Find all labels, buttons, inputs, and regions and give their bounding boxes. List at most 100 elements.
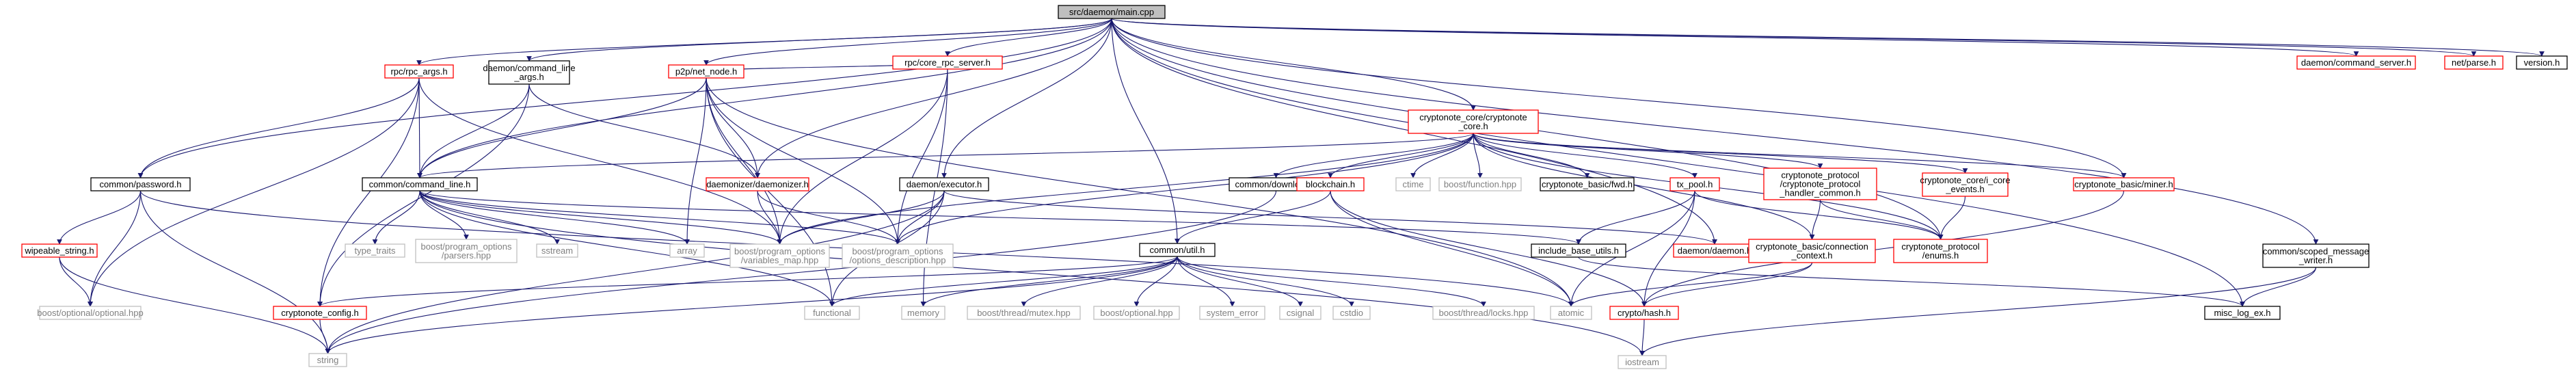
edge-common_command_line-to-array — [419, 190, 690, 245]
node-thread_mutex: boost/thread/mutex.hpp — [967, 306, 1081, 320]
node-label-scoped_message_writer-line-1: common/scoped_message — [2263, 246, 2369, 256]
edge-daemonizer-to-po_options_description — [757, 190, 900, 245]
node-common_util[interactable]: common/util.h — [1139, 243, 1216, 257]
node-label-protocol_enums-line-1: cryptonote_protocol — [1901, 241, 1979, 252]
node-box-i_core_events — [1922, 172, 2009, 197]
node-label-misc_log_ex: misc_log_ex.h — [2214, 308, 2270, 318]
node-box-misc_log_ex — [2204, 306, 2281, 320]
node-daemonizer[interactable]: daemonizer/daemonizer.h — [706, 177, 809, 191]
node-miner[interactable]: cryptonote_basic/miner.h — [2073, 177, 2175, 191]
edge-daemon_executor-to-daemon_daemon — [943, 190, 1717, 245]
node-rpc_args[interactable]: rpc/rpc_args.h — [384, 64, 454, 79]
node-box-atomic — [1550, 306, 1592, 320]
edge-common_password-to-string — [139, 190, 331, 354]
edge-root-to-common_command_line — [417, 18, 1112, 178]
node-thread_locks: boost/thread/locks.hpp — [1432, 306, 1535, 320]
node-wipeable_string[interactable]: wipeable_string.h — [21, 243, 98, 258]
node-po_parsers: boost/program_options/parsers.hpp — [415, 239, 518, 263]
edge-core_rpc_server-to-po_options_description — [895, 68, 948, 245]
edge-daemon_executor-to-po_variables_map — [777, 190, 945, 245]
node-box-cstdio — [1332, 306, 1371, 320]
edge-include_base_utils-to-misc_log_ex — [1578, 256, 2245, 307]
node-daemon_cmdline_args[interactable]: daemon/command_line_args.h — [483, 60, 576, 85]
node-label-crypto_hash: crypto/hash.h — [1618, 308, 1671, 318]
node-box-system_error — [1199, 306, 1265, 320]
node-label-cryptonote_core-line-1: cryptonote_core/cryptonote — [1419, 112, 1527, 122]
node-label-atomic: atomic — [1558, 308, 1585, 318]
edge-root-to-version — [1111, 18, 2545, 57]
node-box-thread_locks — [1432, 306, 1535, 320]
node-box-root — [1058, 5, 1166, 19]
node-scoped_message_writer[interactable]: common/scoped_message_writer.h — [2262, 243, 2370, 268]
node-i_core_events[interactable]: cryptonote_core/i_core_events.h — [1920, 172, 2011, 197]
node-box-thread_mutex — [967, 306, 1081, 320]
node-box-type_traits — [345, 243, 405, 258]
node-protocol_handler_common[interactable]: cryptonote_protocol/cryptonote_protocol_… — [1763, 168, 1877, 200]
node-crypto_hash[interactable]: crypto/hash.h — [1609, 306, 1679, 320]
node-string: string — [308, 353, 347, 367]
node-label-protocol_handler_common-line-3: _handler_common.h — [1779, 188, 1861, 198]
node-label-net_parse: net/parse.h — [2452, 57, 2496, 68]
node-label-connection_context-line-2: _context.h — [1791, 250, 1833, 261]
edge-scoped_message_writer-to-misc_log_ex — [2240, 267, 2317, 307]
node-daemon_executor[interactable]: daemon/executor.h — [899, 177, 989, 191]
edge-rpc_args-to-boost_optional_optional — [88, 77, 420, 307]
edge-common_command_line-to-iostream — [419, 190, 1645, 356]
node-protocol_enums[interactable]: cryptonote_protocol/enums.h — [1893, 239, 1988, 263]
node-connection_context[interactable]: cryptonote_basic/connection_context.h — [1748, 239, 1876, 263]
edge-cryptonote_core-to-i_core_events — [1473, 133, 1968, 174]
node-cryptonote_core[interactable]: cryptonote_core/cryptonote_core.h — [1408, 109, 1539, 134]
node-root[interactable]: src/daemon/main.cpp — [1058, 5, 1166, 19]
edge-root-to-daemon_command_server — [1111, 18, 2359, 57]
node-label-scoped_message_writer-line-2: _writer.h — [2298, 255, 2333, 265]
node-tx_pool[interactable]: tx_pool.h — [1669, 177, 1720, 191]
node-label-string: string — [317, 355, 339, 365]
node-daemon_daemon[interactable]: daemon/daemon.h — [1673, 243, 1756, 258]
node-label-po_options_description-line-1: boost/program_options — [853, 246, 943, 256]
node-cryptonote_config[interactable]: cryptonote_config.h — [273, 306, 367, 320]
node-blockchain[interactable]: blockchain.h — [1296, 177, 1365, 191]
node-box-memory — [901, 306, 945, 320]
edge-p2p_net_node-to-atomic — [706, 77, 1574, 307]
node-common_command_line[interactable]: common/command_line.h — [362, 177, 478, 191]
node-label-ctime: ctime — [1402, 179, 1423, 189]
node-common_password[interactable]: common/password.h — [90, 177, 191, 191]
node-box-daemon_executor — [899, 177, 989, 191]
node-box-protocol_handler_common — [1763, 168, 1877, 200]
node-label-cryptonote_core-line-2: _core.h — [1458, 121, 1488, 131]
edge-rpc_args-to-cryptonote_config — [317, 77, 420, 307]
node-box-blockchain — [1296, 177, 1365, 191]
node-core_rpc_server[interactable]: rpc/core_rpc_server.h — [892, 55, 1003, 70]
node-boost_optional: boost/optional.hpp — [1093, 306, 1180, 320]
node-box-boost_optional_optional — [39, 306, 142, 320]
edge-rpc_args-to-common_password — [137, 77, 420, 178]
node-daemon_command_server[interactable]: daemon/command_server.h — [2296, 55, 2416, 70]
edge-common_util-to-thread_locks — [1177, 256, 1486, 307]
node-label-root: src/daemon/main.cpp — [1069, 7, 1154, 17]
node-net_parse[interactable]: net/parse.h — [2444, 55, 2504, 70]
node-ctime: ctime — [1395, 177, 1431, 191]
node-label-po_parsers-line-1: boost/program_options — [421, 241, 512, 252]
node-version[interactable]: version.h — [2516, 55, 2568, 70]
node-label-po_variables_map-line-2: /variables_map.hpp — [741, 255, 818, 265]
edge-common_util-to-csignal — [1177, 256, 1303, 307]
node-box-tx_pool — [1669, 177, 1720, 191]
node-include_base_utils[interactable]: include_base_utils.h — [1531, 243, 1626, 258]
node-p2p_net_node[interactable]: p2p/net_node.h — [668, 64, 744, 79]
edge-root-to-daemonizer — [755, 18, 1112, 178]
node-functional: functional — [804, 306, 860, 320]
node-box-po_options_description — [842, 243, 954, 268]
node-cryptonote_basic_fwd[interactable]: cryptonote_basic/fwd.h — [1540, 177, 1635, 191]
node-misc_log_ex[interactable]: misc_log_ex.h — [2204, 306, 2281, 320]
node-label-po_variables_map-line-1: boost/program_options — [734, 246, 825, 256]
edge-cryptonote_core-to-common_command_line — [417, 133, 1474, 178]
edge-p2p_net_node-to-array — [684, 77, 707, 245]
edge-root-to-common_util — [1111, 18, 1180, 244]
edge-p2p_net_node-to-daemonizer — [706, 77, 760, 178]
node-box-wipeable_string — [21, 243, 98, 258]
edge-root-to-cryptonote_core — [1111, 18, 1476, 111]
node-label-common_command_line: common/command_line.h — [369, 179, 471, 189]
node-label-sstream: sstream — [541, 245, 573, 256]
node-box-connection_context — [1748, 239, 1876, 263]
